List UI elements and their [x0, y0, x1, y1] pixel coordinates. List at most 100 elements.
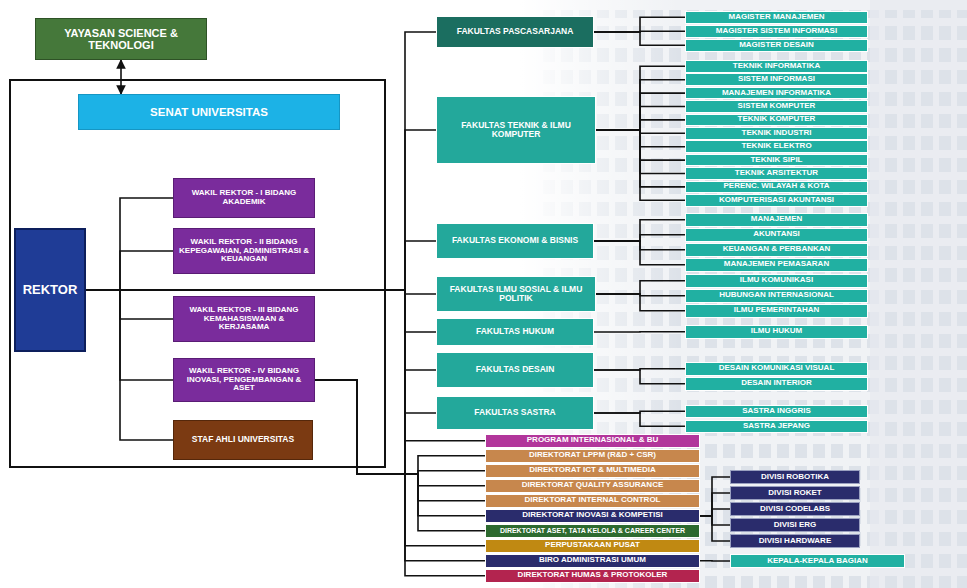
faculty-box: FAKULTAS HUKUM — [436, 318, 594, 346]
node-label: KOMPUTERISASI AKUNTANSI — [719, 196, 834, 205]
study-program-box: TEKNIK ARSITEKTUR — [685, 167, 868, 180]
connector-line — [594, 17, 685, 32]
connector-line — [594, 241, 685, 265]
foundation-box: YAYASAN SCIENCE & TEKNOLOGI — [35, 18, 207, 60]
node-label: SENAT UNIVERSITAS — [150, 106, 268, 119]
node-label: SASTRA INGGRIS — [742, 407, 811, 416]
node-label: AKUNTANSI — [753, 230, 800, 239]
study-program-box: TEKNIK INFORMATIKA — [685, 60, 868, 73]
node-label: DIREKTORAT ICT & MULTIMEDIA — [529, 466, 656, 475]
node-label: TEKNIK KOMPUTER — [738, 115, 816, 124]
study-program-box: MAGISTER SISTEM INFORMASI — [685, 25, 868, 38]
node-label: REKTOR — [23, 283, 78, 297]
node-label: FAKULTAS DESAIN — [476, 365, 555, 374]
node-label: TEKNIK ARSITEKTUR — [735, 169, 818, 178]
connector-line — [700, 560, 730, 562]
node-label: WAKIL REKTOR - II BIDANG KEPEGAWAIAN, AD… — [178, 238, 310, 264]
node-label: FAKULTAS HUKUM — [476, 327, 554, 336]
node-label: TEKNIK ELEKTRO — [741, 142, 811, 151]
study-program-box: TEKNIK SIPIL — [685, 154, 868, 167]
study-program-box: MAGISTER DESAIN — [685, 39, 868, 52]
study-program-box: SISTEM KOMPUTER — [685, 100, 868, 113]
study-program-box: MANAJEMEN INFORMATIKA — [685, 87, 868, 100]
node-label: KEPALA-KEPALA BAGIAN — [767, 557, 868, 566]
node-label: DIREKTORAT LPPM (R&D + CSR) — [529, 451, 656, 460]
node-label: FAKULTAS ILMU SOSIAL & ILMU POLITIK — [441, 285, 591, 304]
node-label: MANAJEMEN — [751, 215, 803, 224]
directorate-box: PERPUSTAKAAN PUSAT — [485, 539, 700, 553]
node-label: FAKULTAS TEKNIK & ILMU KOMPUTER — [441, 121, 591, 140]
study-program-box: TEKNIK KOMPUTER — [685, 114, 868, 127]
study-program-box: DESAIN INTERIOR — [685, 377, 868, 391]
node-label: DIVISI ROKET — [768, 489, 821, 498]
node-label: FAKULTAS PASCASARJANA — [457, 27, 574, 36]
connector-line — [86, 290, 173, 319]
connector-line — [596, 80, 685, 130]
node-label: PERPUSTAKAAN PUSAT — [545, 541, 640, 550]
leadership-outline — [10, 80, 385, 467]
directorate-box: DIREKTORAT ICT & MULTIMEDIA — [485, 464, 700, 478]
building-tower — [870, 0, 967, 588]
node-label: WAKIL REKTOR - I BIDANG AKADEMIK — [178, 189, 310, 207]
vice-rector-box: WAKIL REKTOR - IV BIDANG INOVASI, PENGEM… — [173, 358, 315, 402]
node-label: DIVISI CODELABS — [760, 505, 830, 514]
node-label: FAKULTAS EKONOMI & BISNIS — [452, 236, 578, 245]
division-box: DIVISI CODELABS — [730, 502, 860, 516]
directorate-box: DIREKTORAT QUALITY ASSURANCE — [485, 479, 700, 493]
connector-line — [596, 93, 685, 130]
connector-line — [700, 509, 730, 516]
connector-line — [86, 290, 485, 546]
node-label: DIREKTORAT QUALITY ASSURANCE — [522, 481, 664, 490]
node-label: MANAJEMEN PEMASARAN — [724, 260, 829, 269]
connector-line — [700, 516, 730, 525]
division-box: DIVISI ROKET — [730, 486, 860, 500]
connector-line — [594, 32, 685, 45]
study-program-box: TEKNIK ELEKTRO — [685, 140, 868, 153]
faculty-box: FAKULTAS TEKNIK & ILMU KOMPUTER — [436, 96, 596, 164]
study-program-box: TEKNIK INDUSTRI — [685, 127, 868, 140]
study-program-box: MANAJEMEN — [685, 213, 868, 227]
study-program-box: DESAIN KOMUNIKASI VISUAL — [685, 362, 868, 376]
node-label: MAGISTER MANAJEMEN — [728, 13, 824, 22]
node-label: HUBUNGAN INTERNASIONAL — [719, 291, 834, 300]
node-label: DIVISI ROBOTIKA — [761, 473, 829, 482]
node-label: YAYASAN SCIENCE & TEKNOLOGI — [40, 27, 202, 51]
node-label: WAKIL REKTOR - IV BIDANG INOVASI, PENGEM… — [178, 367, 310, 393]
connector-line — [596, 66, 685, 130]
vice-rector-box: WAKIL REKTOR - I BIDANG AKADEMIK — [173, 178, 315, 218]
node-label: FAKULTAS SASTRA — [474, 408, 555, 417]
directorate-box: PROGRAM INTERNASIONAL & BU — [485, 434, 700, 448]
study-program-box: SASTRA JEPANG — [685, 420, 868, 433]
faculty-box: FAKULTAS DESAIN — [436, 352, 594, 388]
connector-line — [86, 290, 173, 380]
connector-line — [700, 493, 730, 516]
connector-line — [86, 290, 485, 441]
division-box: DIVISI ROBOTIKA — [730, 470, 860, 484]
faculty-box: FAKULTAS ILMU SOSIAL & ILMU POLITIK — [436, 276, 596, 312]
connector-line — [700, 477, 730, 516]
connector-line — [86, 290, 485, 576]
connector-line — [596, 281, 685, 294]
connector-line — [594, 370, 685, 384]
node-label: STAF AHLI UNIVERSITAS — [192, 435, 294, 444]
node-label: SISTEM KOMPUTER — [738, 102, 816, 111]
node-label: KEUANGAN & PERBANKAN — [723, 245, 831, 254]
node-label: ILMU HUKUM — [751, 327, 803, 336]
connector-line — [594, 220, 685, 241]
connector-line — [596, 107, 685, 131]
tower-windows — [880, 10, 967, 588]
study-program-box: MAGISTER MANAJEMEN — [685, 11, 868, 24]
connector-line — [86, 290, 436, 413]
node-label: WAKIL REKTOR - III BIDANG KEMAHASISWAAN … — [178, 306, 310, 332]
vice-rector-box: WAKIL REKTOR - II BIDANG KEPEGAWAIAN, AD… — [173, 228, 315, 274]
directorate-box: DIREKTORAT INTERNAL CONTROL — [485, 494, 700, 508]
study-program-box: AKUNTANSI — [685, 228, 868, 242]
node-label: DIVISI HARDWARE — [759, 537, 831, 546]
directorate-box: DIREKTORAT INOVASI & KOMPETISI — [485, 509, 700, 523]
directorate-box: DIREKTORAT HUMAS & PROTOKOLER — [485, 569, 700, 583]
node-label: ILMU KOMUNIKASI — [740, 276, 813, 285]
study-program-box: HUBUNGAN INTERNASIONAL — [685, 289, 868, 303]
rector-box: REKTOR — [14, 228, 86, 352]
connector-line — [86, 251, 173, 290]
